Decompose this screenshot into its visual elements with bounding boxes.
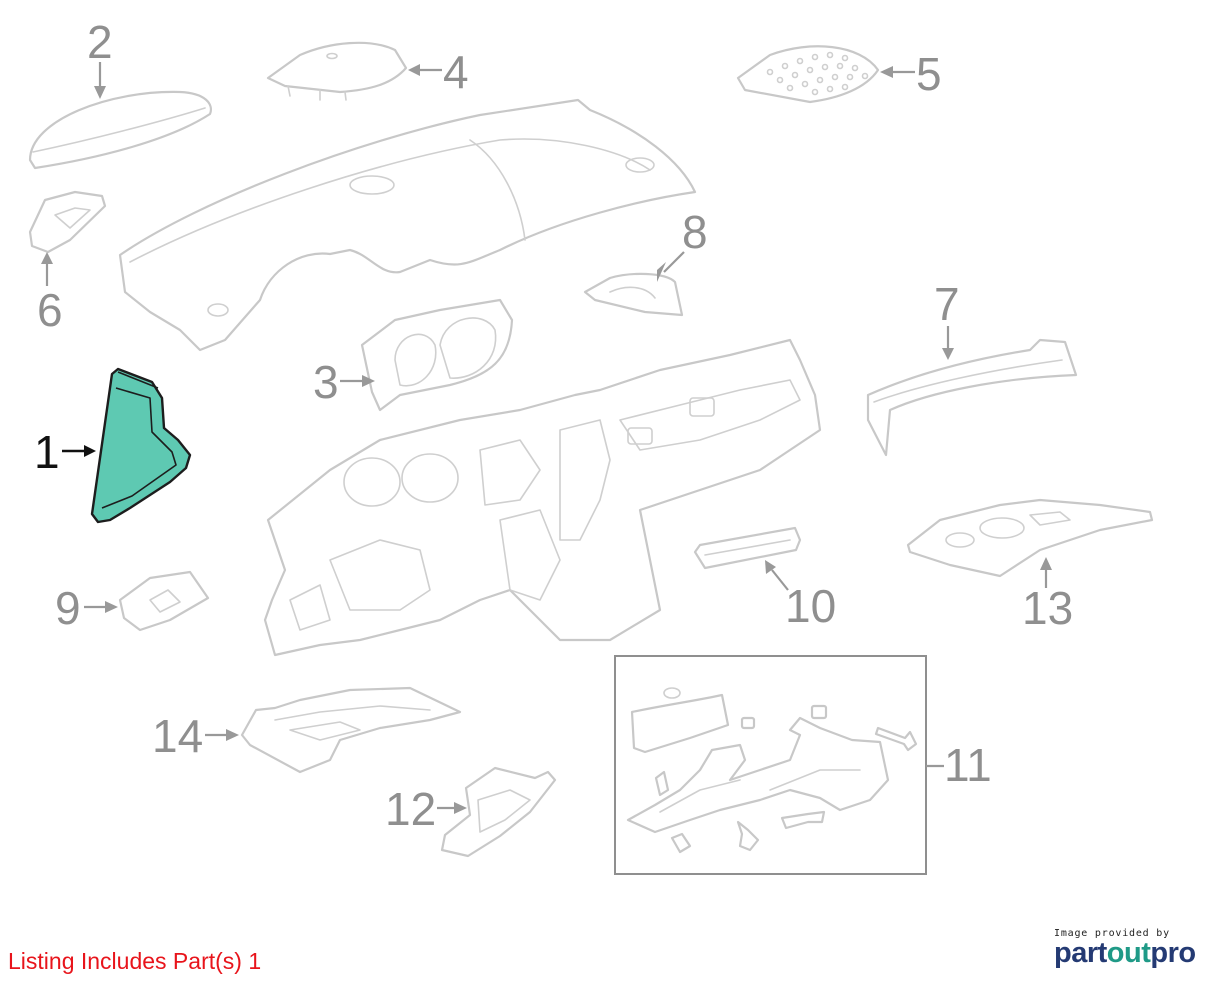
part-12-shape[interactable] [440, 766, 557, 858]
svg-text:13: 13 [1022, 582, 1073, 634]
svg-text:4: 4 [443, 46, 469, 98]
callout-2: 2 [87, 16, 113, 99]
image-provided-by-text: Image provided by [1054, 928, 1170, 939]
callout-3: 3 [313, 356, 375, 408]
callout-10: 10 [765, 560, 836, 632]
part-9-shape[interactable] [118, 570, 210, 632]
upper-dash-panel [118, 98, 697, 352]
listing-includes-text: Listing Includes Part(s) 1 [8, 948, 262, 974]
callout-13: 13 [1022, 557, 1073, 634]
part-6-shape[interactable] [28, 190, 107, 254]
svg-text:9: 9 [55, 582, 81, 634]
svg-text:12: 12 [385, 783, 436, 835]
wordmark-pro: pro [1150, 937, 1196, 969]
callout-1: 1 [34, 426, 96, 478]
svg-text:6: 6 [37, 284, 63, 336]
part-4-shape[interactable] [266, 41, 408, 101]
svg-text:10: 10 [785, 580, 836, 632]
dash-support-frame [263, 338, 822, 657]
callout-7: 7 [934, 278, 960, 360]
part-7-shape[interactable] [866, 338, 1078, 457]
callout-8: 8 [657, 206, 708, 282]
svg-text:5: 5 [916, 48, 942, 100]
callout-6: 6 [37, 252, 63, 336]
callout-4: 4 [408, 46, 469, 98]
part-2-shape[interactable] [28, 90, 212, 170]
svg-text:7: 7 [934, 278, 960, 330]
svg-text:11: 11 [944, 739, 992, 791]
part-13-shape[interactable] [906, 498, 1154, 578]
svg-text:8: 8 [682, 206, 708, 258]
part-5-shape[interactable] [736, 45, 880, 104]
part-1-shape[interactable] [90, 367, 192, 524]
part-11-box[interactable] [614, 655, 927, 875]
callout-5: 5 [880, 48, 942, 100]
callout-14: 14 [152, 710, 239, 762]
callout-11: 11 [926, 739, 992, 791]
part-8-shape[interactable] [583, 272, 684, 317]
svg-text:14: 14 [152, 710, 203, 762]
part-10-shape[interactable] [693, 526, 802, 570]
partoutpro-logo[interactable]: Image provided by partoutpro [1054, 928, 1204, 970]
callout-9: 9 [55, 582, 118, 634]
svg-text:1: 1 [34, 426, 60, 478]
svg-text:3: 3 [313, 356, 339, 408]
callout-12: 12 [385, 783, 467, 835]
part-14-shape[interactable] [240, 686, 462, 774]
part-3-shape[interactable] [360, 298, 514, 412]
partoutpro-wordmark: partoutpro [1054, 937, 1204, 970]
svg-text:2: 2 [87, 16, 113, 68]
wordmark-out: out [1106, 937, 1151, 969]
wordmark-part: part [1054, 937, 1107, 969]
